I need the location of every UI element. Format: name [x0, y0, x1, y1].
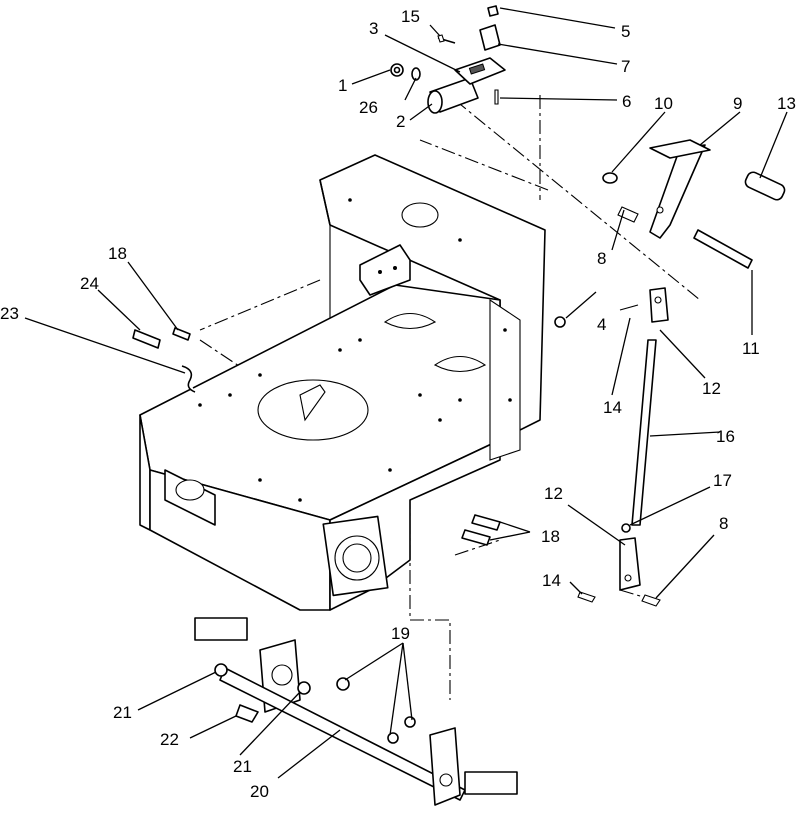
- clevis-12a: [649, 287, 669, 323]
- nut-19b: [404, 716, 416, 728]
- callout-3: 3: [369, 19, 378, 38]
- nut-19c: [387, 732, 399, 744]
- callout-19: 19: [391, 624, 410, 643]
- callout-21a: 21: [113, 703, 132, 722]
- callout-5: 5: [621, 22, 630, 41]
- callout-17: 17: [713, 471, 732, 490]
- pin-8b: [641, 594, 661, 607]
- callout-8b: 8: [719, 514, 728, 533]
- callout-10: 10: [654, 94, 673, 113]
- callout-18a: 18: [108, 244, 127, 263]
- nut-4: [554, 316, 566, 328]
- bolt-24: [132, 329, 161, 349]
- bolt-18c: [461, 529, 491, 546]
- callout-13: 13: [777, 94, 796, 113]
- cotter-14b: [577, 591, 596, 603]
- clevis-12b: [619, 537, 641, 591]
- callout-26: 26: [359, 98, 378, 117]
- callout-9: 9: [733, 94, 742, 113]
- plate-right: [429, 727, 461, 806]
- callout-12b: 12: [544, 484, 563, 503]
- washer-10: [602, 172, 618, 184]
- callout-24: 24: [80, 274, 99, 293]
- callout-22: 22: [160, 730, 179, 749]
- bolt-22: [235, 704, 259, 723]
- callout-11: 11: [742, 339, 760, 358]
- spring-23: [181, 365, 196, 393]
- shaft-assembly: [194, 617, 518, 806]
- callout-18b: 18: [541, 527, 560, 546]
- callout-23: 23: [0, 304, 19, 323]
- bolt-11: [693, 229, 753, 269]
- rod-16: [631, 339, 657, 526]
- callout-20: 20: [250, 782, 269, 801]
- lever-assembly: [602, 139, 786, 269]
- lever-9: [649, 144, 706, 239]
- nut-21b: [297, 681, 311, 695]
- callout-6: 6: [622, 92, 631, 111]
- callout-14a: 14: [603, 398, 622, 417]
- callout-16: 16: [716, 427, 735, 446]
- callout-12a: 12: [702, 379, 721, 398]
- spring-assembly: [132, 316, 566, 546]
- callout-2: 2: [396, 112, 405, 131]
- pad-right: [464, 771, 518, 795]
- cotter-14a: [619, 304, 639, 311]
- callout-21b: 21: [233, 757, 252, 776]
- pad-left: [194, 617, 248, 641]
- pin-8a: [617, 206, 639, 223]
- bolt-18b: [471, 514, 501, 531]
- callout-8a: 8: [597, 249, 606, 268]
- grip-13: [744, 171, 786, 201]
- callout-1: 1: [338, 76, 347, 95]
- switch-assembly: [390, 5, 506, 114]
- frame-chassis: [139, 154, 546, 611]
- callout-7: 7: [621, 57, 630, 76]
- control-rod-assembly: [577, 287, 669, 607]
- nut-19a: [336, 677, 350, 691]
- callout-15: 15: [401, 7, 420, 26]
- clip-5: [487, 5, 499, 17]
- nut-17: [621, 523, 631, 533]
- bolt-18a: [172, 327, 191, 341]
- washer-26: [411, 67, 421, 81]
- callout-14b: 14: [542, 571, 561, 590]
- nut-21a: [214, 663, 228, 677]
- bracket-7: [479, 24, 501, 51]
- screw-15: [437, 34, 445, 43]
- pin-6: [494, 89, 499, 105]
- callout-4: 4: [597, 315, 606, 334]
- callout-labels: 1 2 3 4 5 6 7 8 8 9 10 11 12 12 13 14 14…: [0, 7, 796, 801]
- leader-lines: [24, 7, 788, 779]
